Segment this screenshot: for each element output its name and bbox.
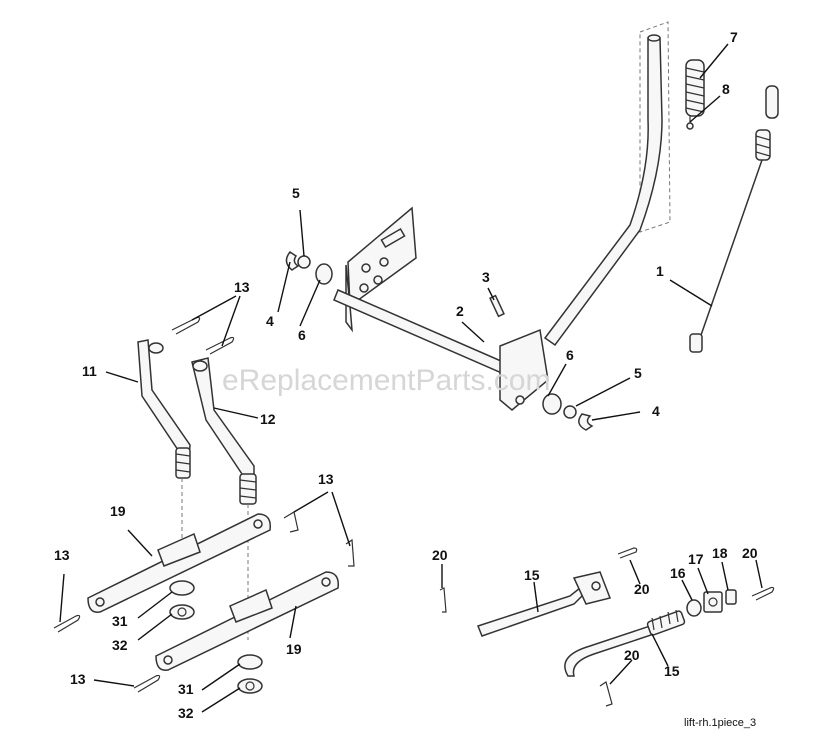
callout-4-left: 4: [266, 313, 274, 329]
rod-15-upper: [477, 571, 612, 637]
washer-nut-upper: [169, 580, 195, 620]
pin-3: [489, 294, 505, 318]
lift-link-12: [191, 357, 257, 505]
lift-lever: [543, 21, 671, 347]
spring-7: [685, 59, 705, 130]
diagram-caption: lift-rh.1piece_3: [684, 717, 756, 729]
callout-19-lower: 19: [286, 641, 302, 657]
callout-11: 11: [82, 363, 97, 379]
hairpin-clips-13-top: [171, 316, 235, 355]
callout-16: 16: [670, 565, 686, 581]
lift-link-11: [137, 339, 191, 479]
left-hardware: [285, 250, 333, 285]
callout-13-right: 13: [318, 471, 334, 487]
callout-32-lower: 32: [178, 705, 194, 721]
callout-1: 1: [656, 263, 664, 279]
callout-31-upper: 31: [112, 613, 128, 629]
callout-20-left: 20: [432, 547, 448, 563]
callout-3: 3: [482, 269, 490, 285]
cotter-pins-20: [439, 547, 775, 707]
callout-20-right: 20: [742, 545, 758, 561]
callout-20-bottom: 20: [624, 647, 640, 663]
callout-20-mid: 20: [634, 581, 650, 597]
callout-6-right: 6: [566, 347, 574, 363]
callout-4-right: 4: [652, 403, 660, 419]
callout-8: 8: [722, 81, 730, 97]
callout-5-left: 5: [292, 185, 300, 201]
callout-2: 2: [456, 303, 464, 319]
right-hardware: [542, 393, 594, 431]
callout-31-lower: 31: [178, 681, 194, 697]
callout-15-upper: 15: [524, 567, 540, 583]
lift-rod-1: [689, 85, 779, 353]
callout-18: 18: [712, 545, 728, 561]
callout-13-left: 13: [54, 547, 70, 563]
leader-lines: [59, 43, 763, 713]
callout-7: 7: [730, 29, 738, 45]
callout-6-left: 6: [298, 327, 306, 343]
callout-13-bottom: 13: [70, 671, 86, 687]
callout-12: 12: [260, 411, 276, 427]
callout-17: 17: [688, 551, 704, 567]
callout-32-upper: 32: [112, 637, 128, 653]
hardware-16-17-18: [686, 589, 737, 617]
washer-nut-lower: [237, 654, 263, 694]
lift-arm-19-lower: [155, 571, 339, 671]
lift-shaft-2: [333, 289, 549, 411]
lift-arm-19-upper: [87, 513, 271, 613]
callout-15-lower: 15: [664, 663, 680, 679]
watermark: eReplacementParts.com: [222, 364, 550, 397]
callout-19-upper: 19: [110, 503, 126, 519]
callouts: 7 8 1 2 3 5 4 6 6 5 4 13 11 12 13 19 13 …: [54, 29, 758, 721]
rod-15-lower: [564, 609, 686, 677]
callout-5-right: 5: [634, 365, 642, 381]
callout-13-top: 13: [234, 279, 250, 295]
